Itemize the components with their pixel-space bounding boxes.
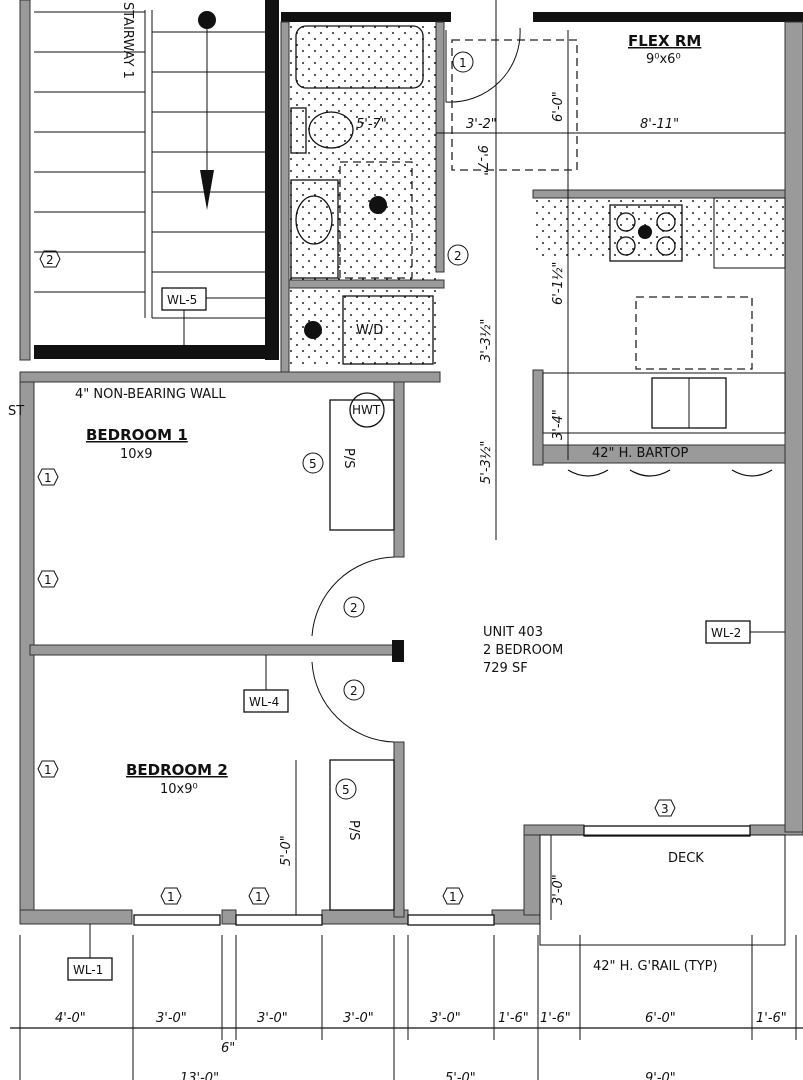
stair-start-dot [198,11,216,29]
window-tag: 1 [44,471,52,485]
dim: 1'-6" [756,1011,787,1026]
windows [133,914,495,926]
dim: 3'-0" [156,1011,187,1026]
bedroom-2-size: 10x9⁰ [160,782,198,797]
door-tag: 3 [661,802,669,816]
window-tag: 1 [44,763,52,777]
dim: 5'-0" [279,835,294,866]
door-tag: 5 [309,457,317,471]
deck-label: DECK [668,851,704,866]
stair-down-arrow-icon [200,170,214,210]
dim: 3'-0" [257,1011,288,1026]
window-tag: 1 [44,573,52,587]
ps-label-2: P/S [346,820,361,840]
flex-room-name: FLEX RM [628,32,701,50]
toilet-icon [308,111,354,149]
unit-info: UNIT 403 2 BEDROOM 729 SF [483,625,563,676]
bedroom-1: 4" NON-BEARING WALL BEDROOM 1 10x9 HWT P… [8,387,395,637]
door-tag: 1 [459,56,467,70]
wall-tags: WL-1 WL-2 WL-4 WL-5 [67,287,785,981]
wall-tag-wl2: WL-2 [711,626,741,640]
dim: 6'-0" [645,1011,676,1026]
stair-edge-label: ST [8,404,24,419]
dim: 9'-7" [474,145,489,176]
stairway: STAIRWAY 1 [19,0,279,361]
stairway-label: STAIRWAY 1 [120,2,135,79]
window-tag: 2 [46,253,54,267]
door-tag: 2 [350,684,358,698]
floor-drain-icon [304,321,322,339]
unit-number: UNIT 403 [483,625,543,640]
sink-icon [295,195,333,245]
wall-tag-wl4: WL-4 [249,695,279,709]
dim: 6'-1½" [551,262,566,305]
ps-label-1: P/S [341,448,356,468]
drain-icon [369,196,387,214]
deck: DECK 42" H. G'RAIL (TYP) [539,825,786,974]
window-tag: 1 [255,890,263,904]
dim: 5'-7" [356,117,387,132]
washer-dryer-label: W/D [356,323,383,338]
bedroom-1-name: BEDROOM 1 [86,426,188,444]
dim: 3'-3½" [479,319,494,362]
kitchen: 42" H. BARTOP [533,197,786,477]
unit-area: 729 SF [483,661,528,676]
bedroom-1-size: 10x9 [120,447,153,462]
dim: 1'-6" [540,1011,571,1026]
dim: 4'-0" [55,1011,86,1026]
dim: 3'-2" [466,117,497,132]
bedroom-2: BEDROOM 2 10x9⁰ P/S [126,661,395,911]
window-tag: 1 [449,890,457,904]
door-tag: 5 [342,783,350,797]
wall-tag-wl1: WL-1 [73,963,103,977]
dim: 8'-11" [640,117,679,132]
bedroom-2-name: BEDROOM 2 [126,761,228,779]
dim-total: 9'-0" [645,1071,676,1080]
dim: 6'-0" [551,91,566,122]
dim: 3'-0" [551,874,566,905]
flex-room-size: 9⁰x6⁰ [646,52,681,67]
door-tags: 1 2 2 2 5 5 2 1 1 1 1 1 1 3 [37,51,676,905]
interior-dimensions: 5'-7" 3'-2" 8'-11" 6'-0" 9'-7" 6'-1½" 3'… [279,0,785,920]
dim: 6" [221,1041,235,1056]
guardrail-note: 42" H. G'RAIL (TYP) [593,959,718,974]
dim: 5'-3½" [479,441,494,484]
unit-type: 2 BEDROOM [483,643,563,658]
bottom-dimensions: 4'-0" 3'-0" 3'-0" 3'-0" 3'-0" 1'-6" 1'-6… [10,935,803,1080]
wall-tag-wl5: WL-5 [167,293,197,307]
dim-total: 13'-0" [180,1071,219,1080]
dim: 3'-0" [343,1011,374,1026]
bathroom: W/D [289,22,439,368]
window-tag: 1 [167,890,175,904]
door-tag: 2 [350,601,358,615]
bartop-note: 42" H. BARTOP [592,446,689,461]
non-bearing-wall-note: 4" NON-BEARING WALL [75,387,226,402]
dim: 1'-6" [498,1011,529,1026]
flex-room: FLEX RM 9⁰x6⁰ [445,27,701,171]
dim: 3'-4" [551,409,566,440]
dim-total: 5'-0" [445,1071,476,1080]
door-tag: 2 [454,249,462,263]
dim: 3'-0" [430,1011,461,1026]
hwt-label: HWT [352,403,381,417]
